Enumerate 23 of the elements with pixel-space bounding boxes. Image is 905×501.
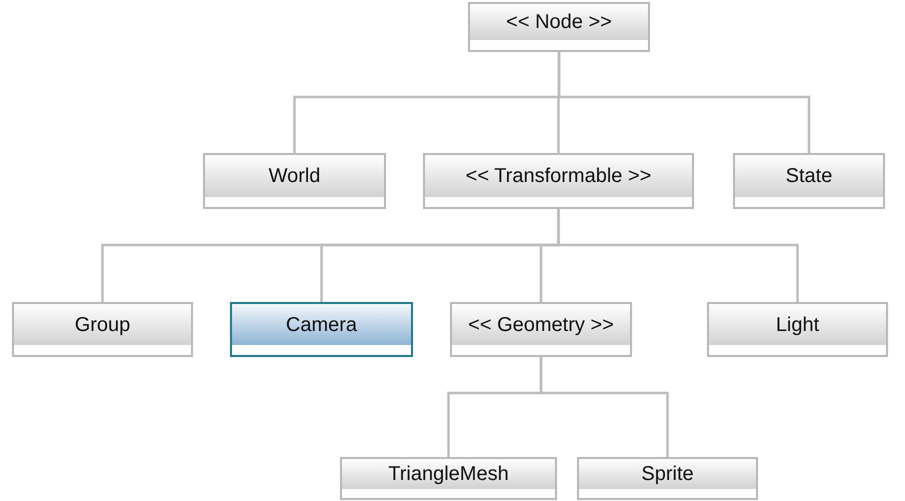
connector-line <box>540 357 669 457</box>
class-box <box>468 2 650 52</box>
class-name: << Transformable >> <box>466 164 652 189</box>
class-name: State <box>786 164 832 189</box>
class-box <box>230 302 413 357</box>
class-name: World <box>268 164 320 189</box>
class-box <box>12 302 193 357</box>
class-box <box>707 302 888 357</box>
connector-line <box>557 209 799 302</box>
class-name: Sprite <box>641 462 694 487</box>
class-name: Light <box>776 312 820 338</box>
class-name: << Node >> <box>506 10 612 35</box>
connector-line <box>558 52 810 153</box>
class-box <box>450 302 632 357</box>
class-box <box>733 153 885 209</box>
class-name: TriangleMesh <box>388 462 509 487</box>
class-box <box>423 153 694 209</box>
class-name: Group <box>74 312 130 338</box>
class-name: Camera <box>286 312 358 338</box>
class-box <box>577 457 758 500</box>
class-name: << Geometry >> <box>468 312 614 338</box>
class-box <box>203 153 386 209</box>
class-box <box>340 457 557 500</box>
